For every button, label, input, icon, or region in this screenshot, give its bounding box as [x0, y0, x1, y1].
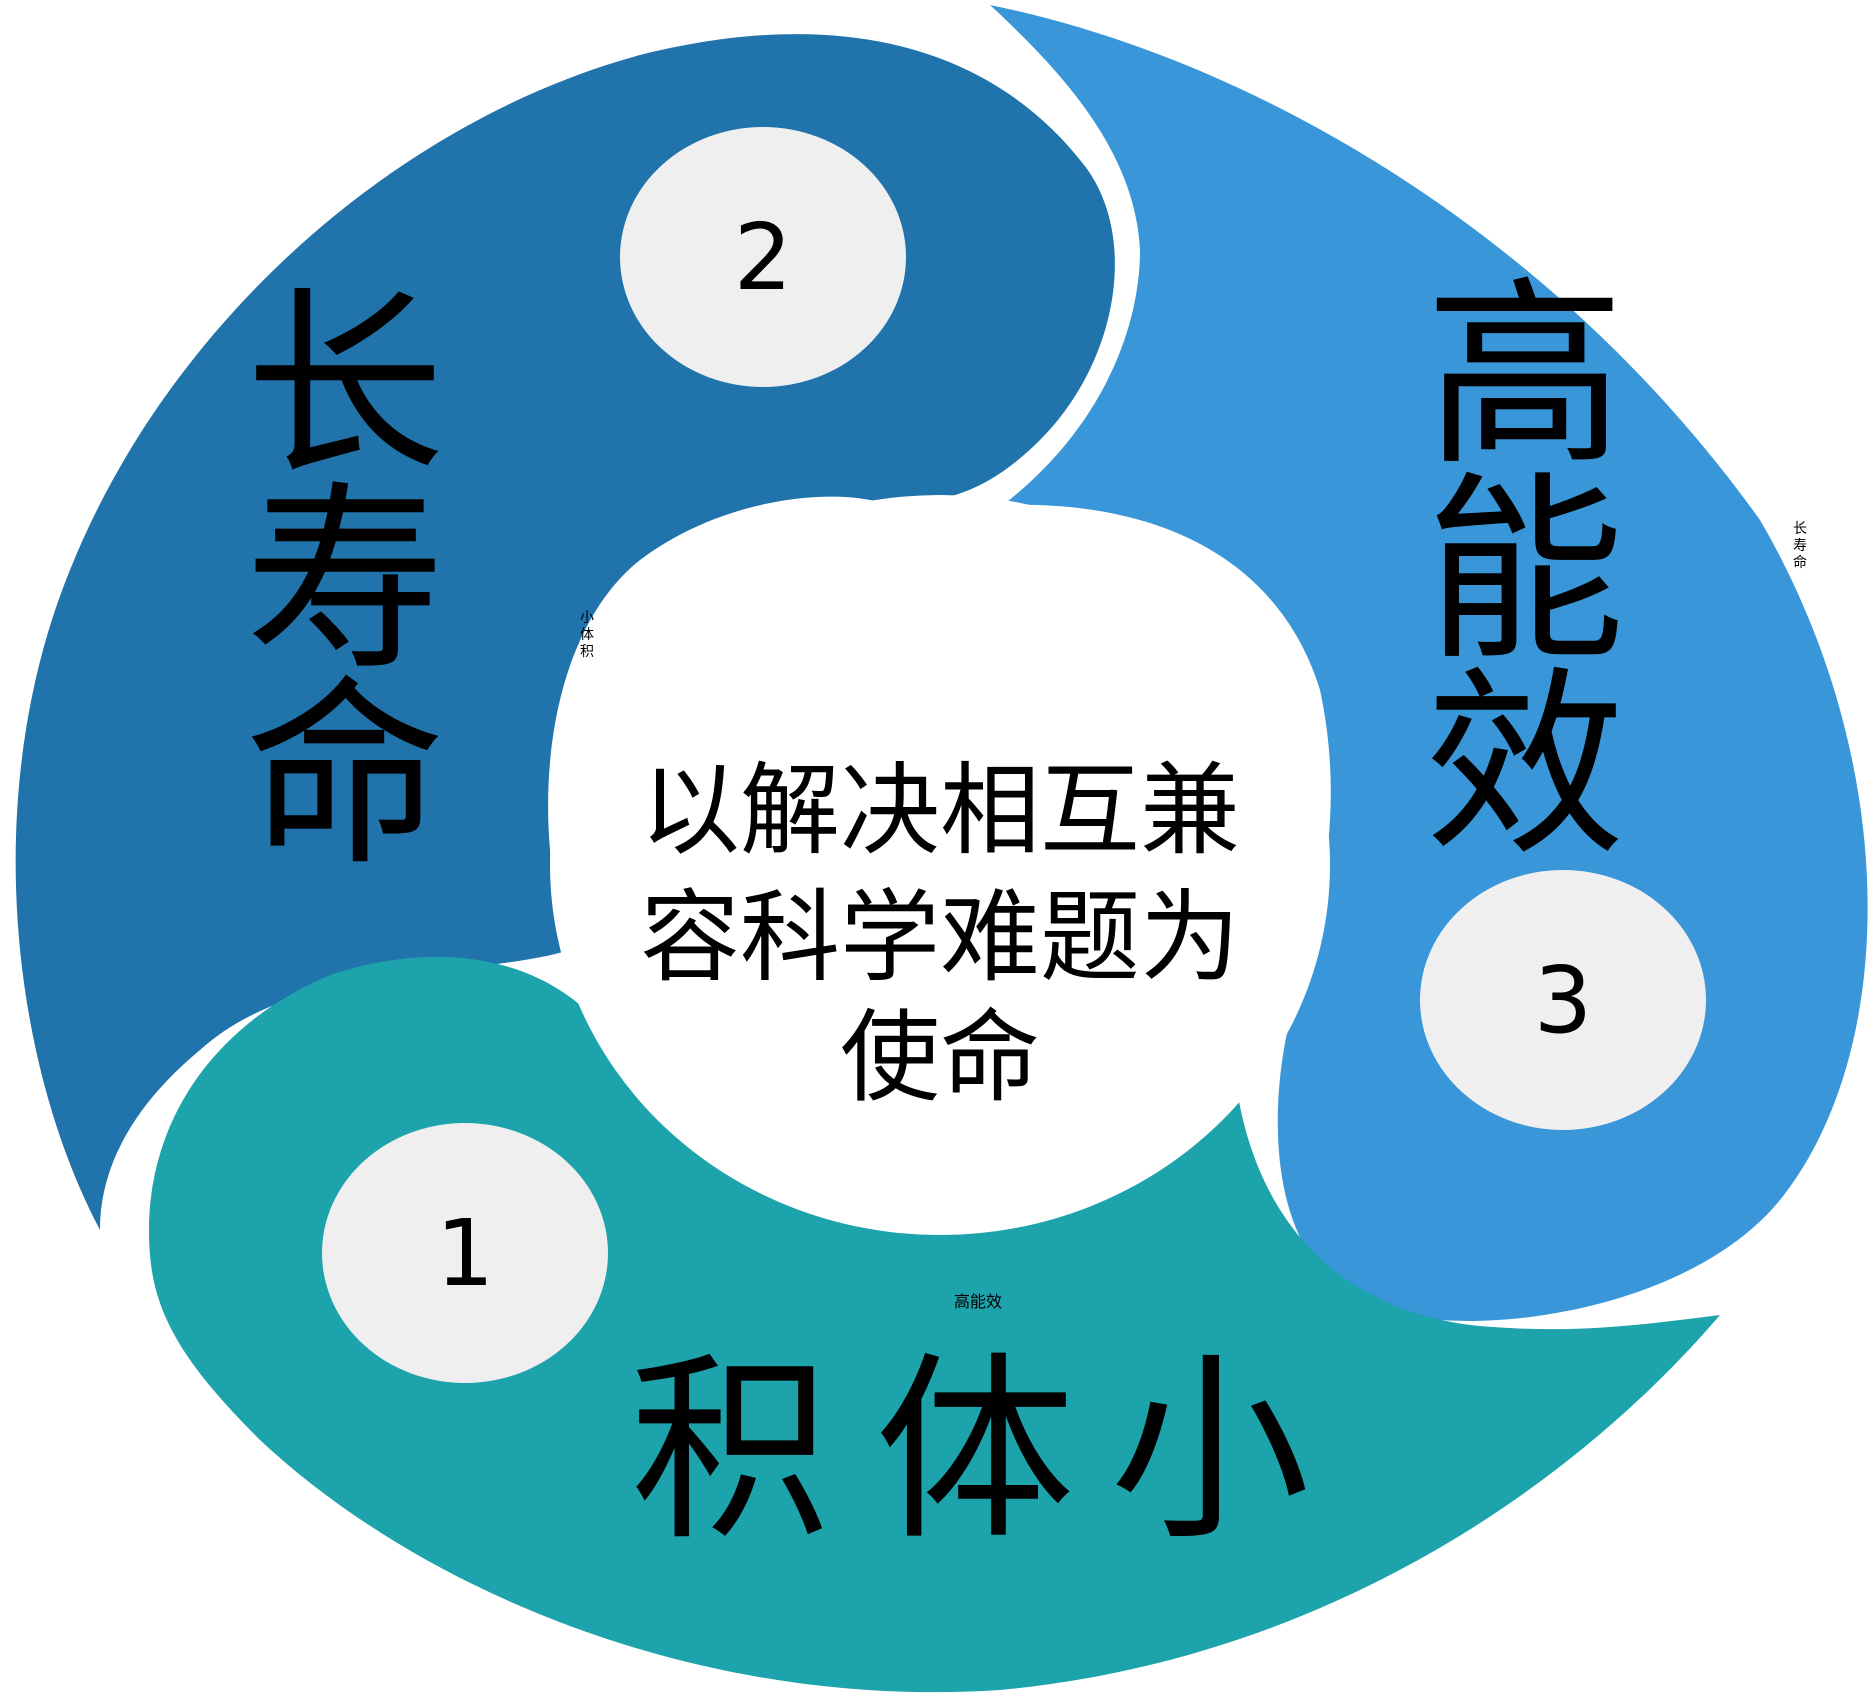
number-circle-2 — [620, 127, 906, 387]
small-label-left-1: 小 — [580, 610, 594, 626]
segment-right-char-3: 效 — [1425, 650, 1625, 883]
small-label-left-2: 体 — [580, 627, 594, 643]
segment-right-char-2: 能 — [1425, 455, 1625, 688]
number-1-label: 1 — [436, 1200, 495, 1307]
small-label-left-3: 积 — [580, 644, 594, 660]
small-label-bottom: 高能效 — [954, 1292, 1002, 1311]
number-circle-3 — [1420, 870, 1706, 1130]
segment-left-char-2: 寿 — [245, 465, 445, 698]
segment-bottom-char-3: 小 — [1110, 1335, 1310, 1568]
center-circle — [550, 495, 1330, 1235]
small-label-right-3: 命 — [1793, 554, 1807, 571]
segment-right-char-1: 高 — [1425, 260, 1625, 493]
small-label-right-2: 寿 — [1793, 537, 1807, 554]
center-line-2: 容科学难题为 — [640, 879, 1240, 996]
segment-bottom-char-2: 体 — [875, 1335, 1075, 1568]
number-circle-1 — [322, 1123, 608, 1383]
small-label-right-1: 长 — [1793, 521, 1807, 537]
number-3-label: 3 — [1534, 947, 1593, 1054]
segment-left-char-3: 命 — [245, 660, 445, 893]
number-2-label: 2 — [734, 204, 793, 311]
segment-left-char-1: 长 — [245, 270, 445, 503]
center-line-1: 以解决相互兼 — [640, 752, 1240, 869]
segment-bottom-char-1: 积 — [630, 1335, 830, 1568]
segment-bottom-shape — [148, 956, 1720, 1693]
center-line-3: 使命 — [840, 999, 1040, 1116]
